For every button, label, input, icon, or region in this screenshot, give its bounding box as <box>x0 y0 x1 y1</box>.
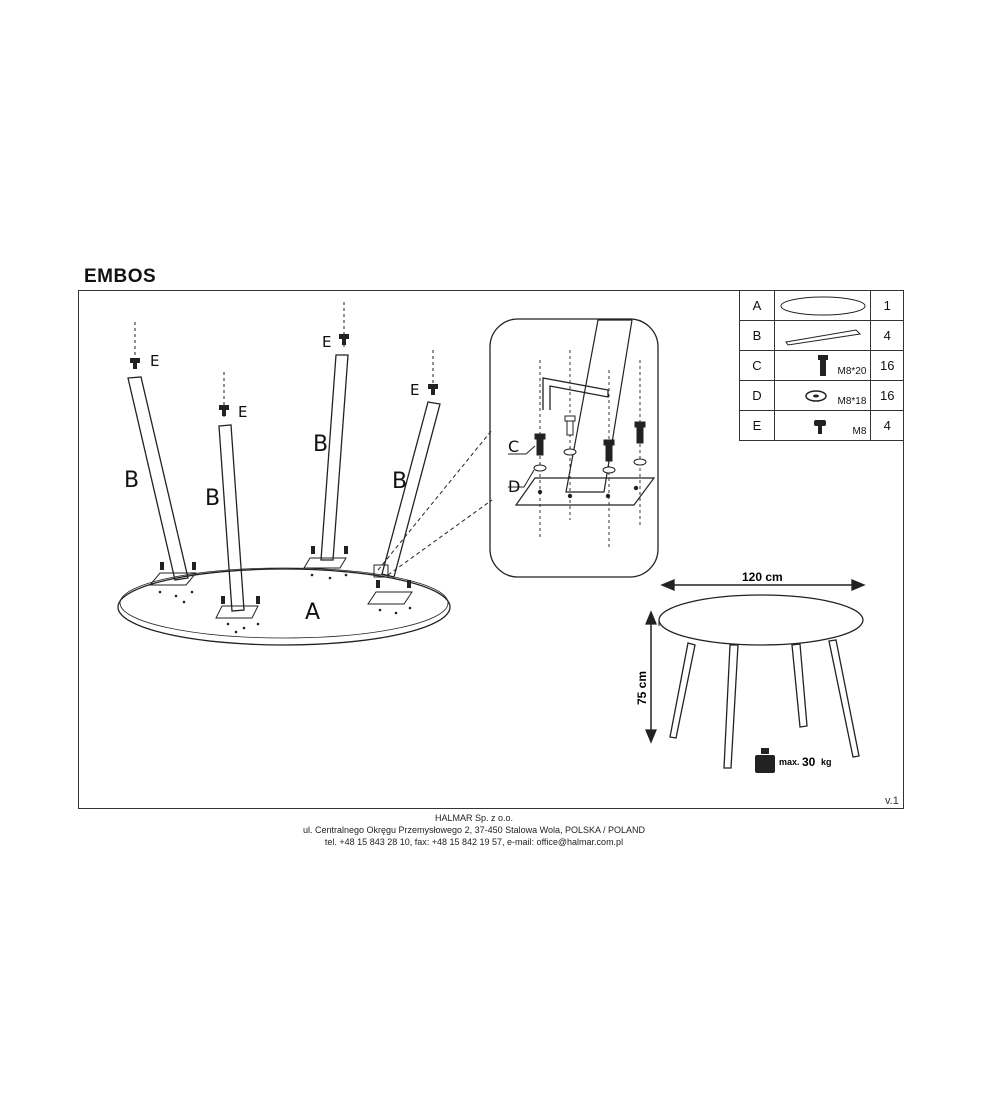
bolt-icon: M8*20 <box>773 350 872 381</box>
assembled-leg-4 <box>828 639 860 758</box>
part-letter: A <box>739 290 775 321</box>
glide-label-1: E <box>150 352 159 370</box>
detail-callout <box>489 318 659 578</box>
tabletop-edge <box>119 567 449 639</box>
leg-label-4: B <box>392 469 407 494</box>
footer-contact: tel. +48 15 843 28 10, fax: +48 15 842 1… <box>324 837 624 847</box>
leg-2 <box>218 424 245 612</box>
instruction-frame <box>78 290 904 809</box>
parts-table: A 1 B 4 C M8*20 16 D M8*18 16 E M8 4 <box>739 290 904 441</box>
part-row-d: D M8*18 16 <box>739 380 904 411</box>
leg-icon <box>773 320 872 351</box>
part-qty: 16 <box>870 380 904 411</box>
part-qty: 4 <box>870 410 904 441</box>
part-row-a: A 1 <box>739 290 904 321</box>
part-letter: B <box>739 320 775 351</box>
weight-icon <box>755 748 775 773</box>
part-size: M8*20 <box>837 366 867 377</box>
tabletop-label: A <box>305 600 320 625</box>
glide-label-2: E <box>238 403 247 421</box>
product-title: EMBOS <box>84 266 157 287</box>
assembled-leg-2 <box>723 644 739 769</box>
tabletop-outline <box>117 568 451 646</box>
washer-icon: M8*18 <box>773 380 872 411</box>
width-dimension: 120 cm <box>742 570 783 584</box>
part-qty: 1 <box>870 290 904 321</box>
leg-label-3: B <box>313 432 328 457</box>
part-row-c: C M8*20 16 <box>739 350 904 381</box>
load-unit: kg <box>821 757 832 767</box>
footer-company: HALMAR Sp. z o.o. <box>434 813 514 823</box>
part-row-e: E M8 4 <box>739 410 904 441</box>
part-row-b: B 4 <box>739 320 904 351</box>
load-prefix: max. <box>779 757 800 767</box>
load-value: 30 <box>802 755 816 769</box>
part-qty: 16 <box>870 350 904 381</box>
bolt-label: C <box>508 437 519 456</box>
part-letter: D <box>739 380 775 411</box>
part-qty: 4 <box>870 320 904 351</box>
part-letter: E <box>739 410 775 441</box>
leg-4 <box>381 401 441 578</box>
footer-address: ul. Centralnego Okręgu Przemysłowego 2, … <box>302 825 645 835</box>
glide-label-3: E <box>322 333 331 351</box>
version-label: v.1 <box>885 795 899 807</box>
assembled-leg-3 <box>791 643 808 728</box>
part-size: M8*18 <box>837 396 867 407</box>
leg-3 <box>320 354 349 561</box>
leg-label-1: B <box>124 468 139 493</box>
leg-label-2: B <box>205 486 220 511</box>
glide-icon: M8 <box>773 410 872 441</box>
height-dimension: 75 cm <box>635 671 649 705</box>
glide-label-4: E <box>410 381 419 399</box>
leg-1 <box>127 376 189 581</box>
assembled-top <box>658 594 864 646</box>
tabletop-icon <box>773 290 872 321</box>
washer-label: D <box>508 477 520 496</box>
part-size: M8 <box>852 426 867 437</box>
part-letter: C <box>739 350 775 381</box>
assembled-leg-1 <box>669 642 696 739</box>
